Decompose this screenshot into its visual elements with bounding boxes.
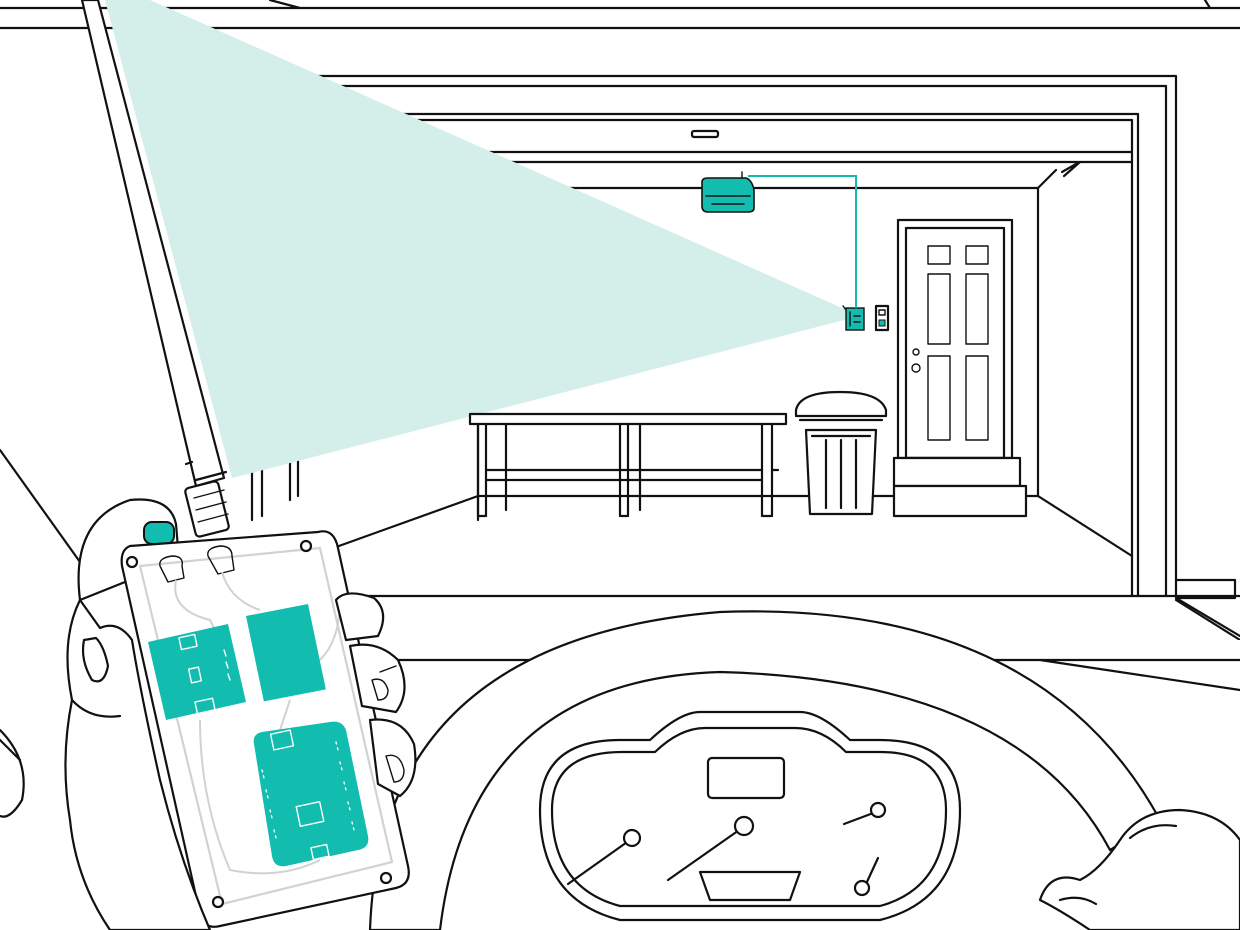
trash-can xyxy=(794,390,888,516)
battery-pack xyxy=(246,604,327,703)
left-arm-edge xyxy=(0,728,25,818)
fuel-gauge-hub xyxy=(869,801,887,819)
signal-beam xyxy=(105,0,860,478)
handheld-transmitter xyxy=(0,0,417,930)
workbench xyxy=(468,412,788,518)
light-switch xyxy=(874,304,890,332)
right-fingers xyxy=(334,592,417,798)
tachometer-hub xyxy=(733,815,755,837)
garage-door-opener xyxy=(701,171,755,213)
connector-left xyxy=(159,555,185,583)
circuit-board-radio xyxy=(148,624,246,720)
antenna-base xyxy=(184,480,230,538)
ground-lines xyxy=(328,594,1240,638)
instrument-cluster xyxy=(538,710,962,922)
exterior-wall-corner xyxy=(1174,578,1240,642)
opener-wire xyxy=(748,175,857,308)
wall-receiver xyxy=(842,305,865,331)
antenna xyxy=(80,0,226,488)
tuning-knob xyxy=(143,521,175,545)
temp-gauge-needle xyxy=(864,856,880,886)
screw-tr xyxy=(299,539,313,553)
screw-tl xyxy=(125,555,139,569)
door-steps xyxy=(892,456,1028,518)
screw-br xyxy=(379,871,393,885)
odometer-display xyxy=(706,756,786,800)
tachometer-needle xyxy=(666,826,744,882)
device-inner-panel xyxy=(138,546,394,906)
roof-edge xyxy=(0,0,1240,30)
screw-bl xyxy=(211,895,225,909)
microcontroller-board xyxy=(253,721,369,867)
interior-door xyxy=(896,218,1014,460)
steering-wheel xyxy=(368,610,1162,930)
connector-right xyxy=(207,545,235,575)
garage-interior xyxy=(468,171,1028,518)
door-handle-slot xyxy=(690,129,720,139)
internal-wires xyxy=(174,571,341,875)
speedometer-needle xyxy=(566,838,632,886)
temp-gauge-hub xyxy=(853,879,871,897)
door-track-right xyxy=(1060,160,1082,178)
car-dashboard xyxy=(0,448,1240,930)
speedometer-hub xyxy=(622,828,642,848)
fuel-gauge-needle xyxy=(842,810,878,826)
